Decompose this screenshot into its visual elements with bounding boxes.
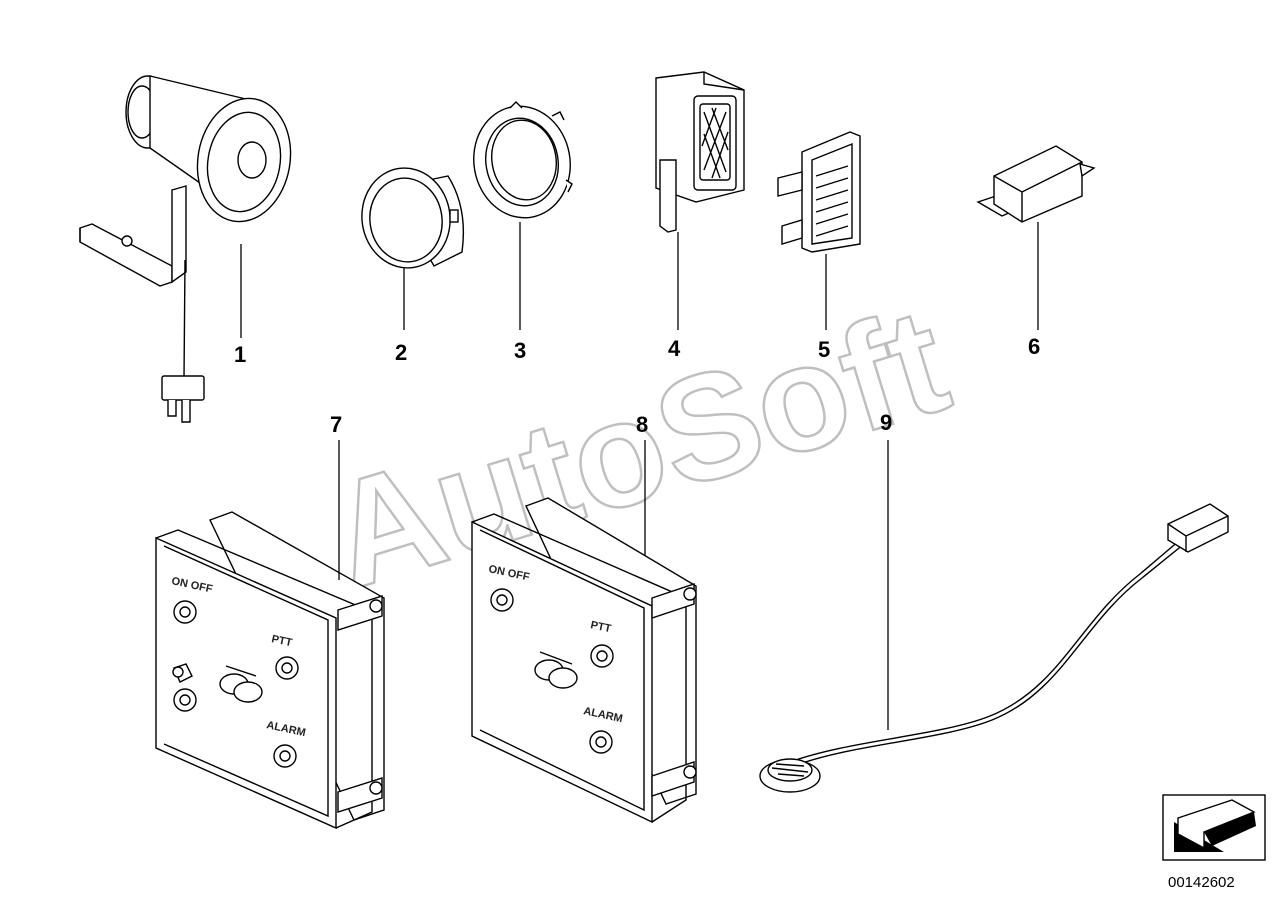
part-5-vent[interactable] (777, 131, 861, 253)
callout-7: 7 (330, 412, 342, 437)
part-2-cover[interactable] (355, 162, 465, 273)
part-1-horn[interactable] (79, 75, 300, 423)
arrow-navigation-icon (1162, 794, 1266, 861)
callout-6: 6 (1028, 334, 1040, 359)
part-9-microphone[interactable] (759, 503, 1229, 793)
callout-5: 5 (818, 337, 830, 362)
part-7-control-panel[interactable] (155, 511, 385, 830)
callout-3: 3 (514, 338, 526, 363)
part-8-control-panel[interactable] (471, 497, 697, 824)
part-4-speaker[interactable] (655, 71, 745, 233)
horn-icon (172, 663, 193, 683)
panel-8-ptt-label: PTT (589, 619, 612, 635)
callout-4: 4 (668, 336, 681, 361)
part-6-module[interactable] (976, 145, 1096, 223)
callout-2: 2 (395, 340, 407, 365)
callout-1: 1 (234, 342, 246, 367)
callout-9: 9 (880, 410, 892, 435)
panel-7-ptt-label: PTT (270, 633, 293, 649)
callout-8: 8 (636, 412, 648, 437)
diagram-id: 00142602 (1168, 874, 1235, 891)
part-3-ring[interactable] (465, 99, 579, 226)
